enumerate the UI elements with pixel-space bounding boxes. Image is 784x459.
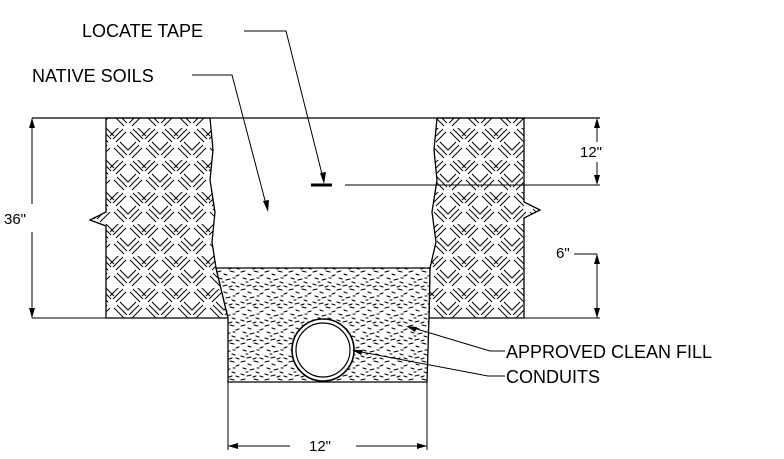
width-12-label: 12" [309, 438, 331, 455]
fill-above-dimension-6: 6" [524, 245, 600, 319]
locate-tape-leader [244, 30, 326, 184]
conduit-inner [295, 322, 351, 378]
tape-depth-dimension-12: 12" [345, 118, 602, 186]
native-soil-right-wall [428, 117, 542, 319]
approved-clean-fill-leader [406, 326, 505, 352]
conduits-leader [352, 350, 505, 377]
trench-width-dimension-12: 12" [227, 382, 428, 455]
locate-tape-label: LOCATE TAPE [82, 21, 203, 41]
depth-36-label: 36" [4, 211, 26, 228]
native-soils-label: NATIVE SOILS [32, 66, 154, 86]
native-soil-left-wall [88, 117, 229, 319]
tape-depth-12-label: 12" [580, 144, 602, 161]
approved-clean-fill-label: APPROVED CLEAN FILL [506, 342, 712, 362]
conduits-label: CONDUITS [506, 367, 600, 387]
native-soils-leader [192, 74, 269, 212]
fill-6-label: 6" [556, 245, 570, 262]
depth-dimension-36: 36" [4, 118, 106, 319]
